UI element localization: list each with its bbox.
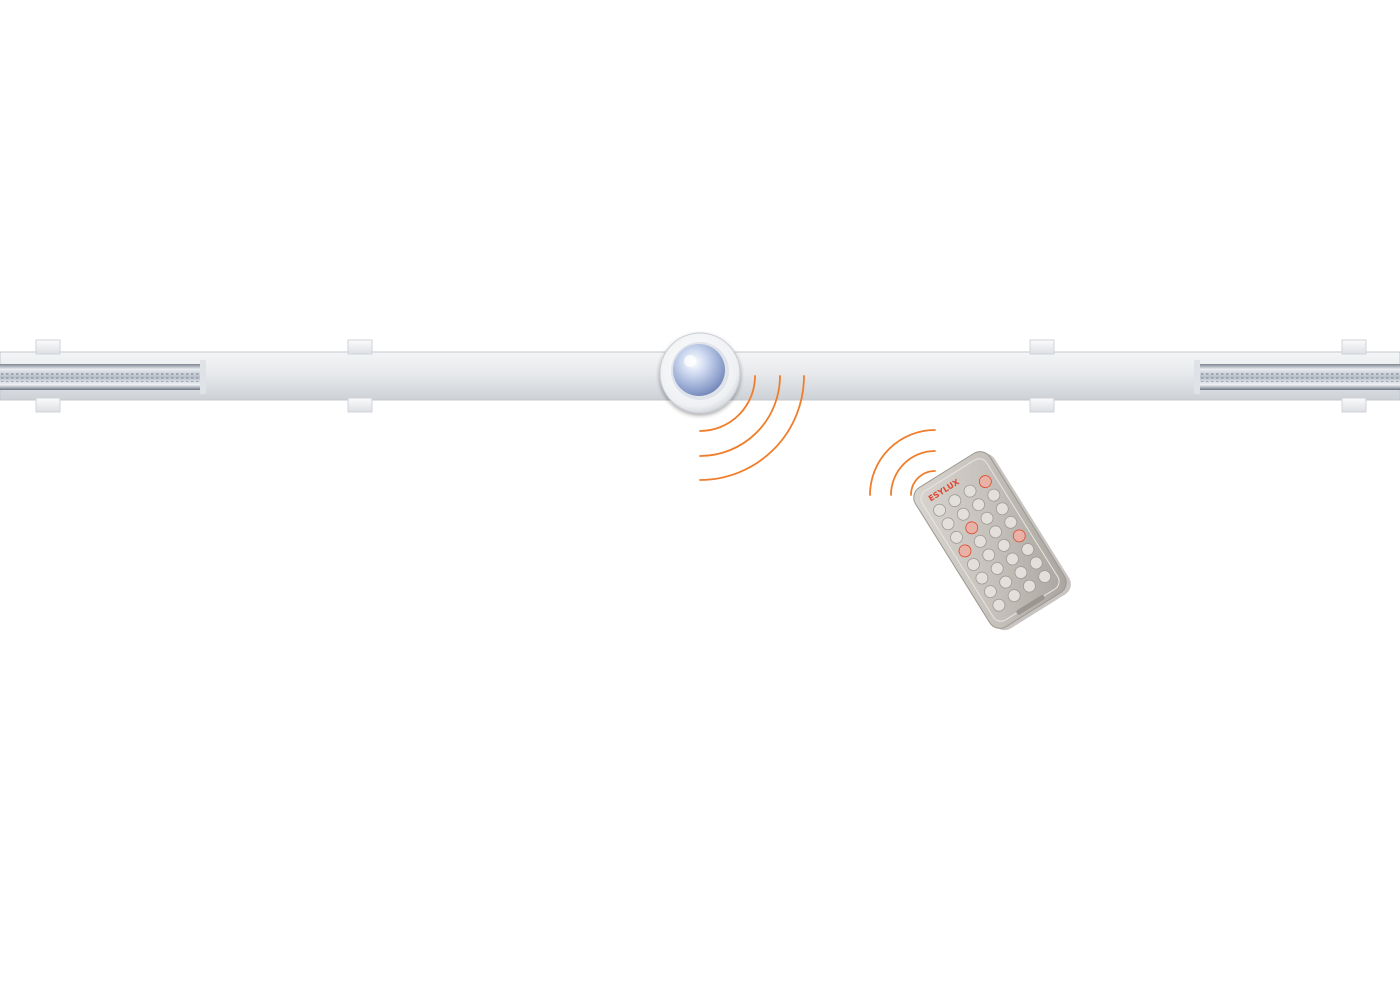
remote-button [975, 571, 989, 585]
remote-button [1023, 579, 1036, 593]
remote-button [1014, 566, 1028, 579]
remote-button [1038, 570, 1052, 583]
remote-button [982, 548, 996, 562]
remote-button [997, 539, 1011, 552]
remote-button [1012, 529, 1026, 543]
remote-button [963, 484, 977, 498]
remote-button [999, 575, 1013, 589]
remote-button [978, 475, 992, 488]
mounting-clip [35, 339, 61, 413]
signal-wave [869, 429, 936, 496]
remote-button [1004, 515, 1018, 529]
signal-wave [699, 375, 781, 457]
remote-button [1021, 543, 1035, 556]
signal-wave [699, 375, 756, 432]
remote-control-icon: ESYLUX [913, 451, 1071, 631]
led-segment-left [0, 360, 206, 394]
signal-wave [890, 450, 936, 496]
remote-button [941, 517, 955, 531]
remote-button [956, 507, 970, 521]
remote-button [958, 544, 972, 558]
remote-button [990, 562, 1004, 575]
remote-button-grid [933, 475, 1052, 612]
led-segment-right [1194, 360, 1400, 394]
remote-button [989, 525, 1002, 539]
remote-button [992, 598, 1006, 612]
remote-button [950, 530, 963, 544]
remote-button [995, 502, 1009, 516]
remote-button [965, 521, 979, 535]
sensor-signal-waves [699, 375, 805, 481]
remote-button [1007, 589, 1021, 603]
mounting-clip [347, 339, 373, 413]
remote-button [1006, 552, 1019, 566]
signal-wave [699, 375, 805, 481]
presence-sensor-icon [659, 332, 741, 414]
remote-button [984, 585, 997, 599]
remote-button [1029, 556, 1043, 570]
remote-button [972, 498, 985, 512]
remote-button [973, 534, 987, 548]
remote-button [987, 488, 1001, 502]
mounting-clips [35, 339, 1367, 413]
remote-button [948, 494, 962, 508]
remote-button [933, 503, 946, 517]
mounting-clip [1341, 339, 1367, 413]
mounting-clip [1029, 339, 1055, 413]
remote-button [967, 558, 980, 571]
signal-wave [910, 470, 936, 496]
remote-signal-waves [869, 429, 936, 496]
remote-button [980, 511, 994, 525]
